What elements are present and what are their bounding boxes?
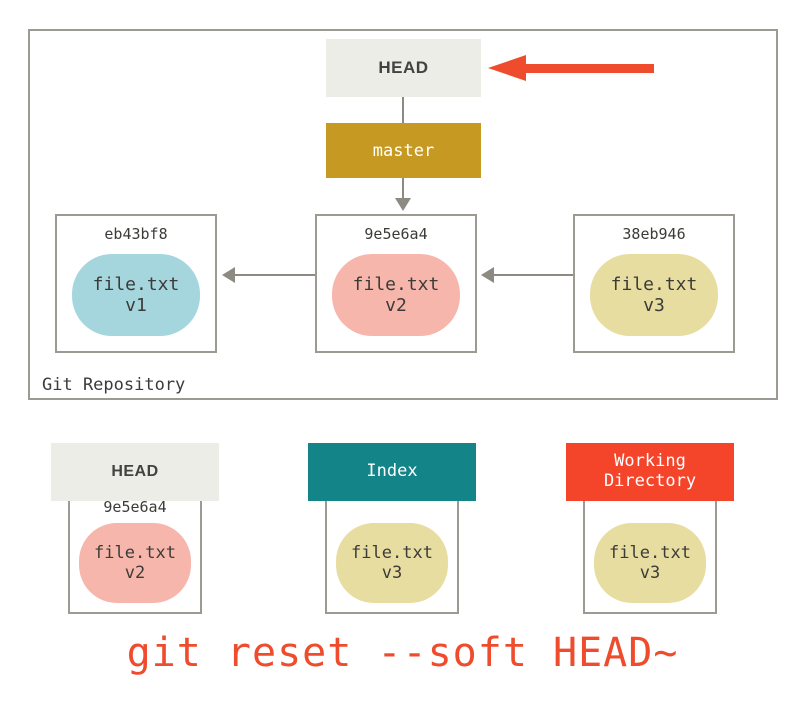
index-area-header[interactable]: Index bbox=[308, 443, 476, 501]
working-directory-title-line-1: Working bbox=[614, 451, 686, 472]
git-repository-label: Git Repository bbox=[42, 375, 186, 395]
blob-version: v3 bbox=[639, 563, 661, 583]
working-directory-area-blob: file.txt v3 bbox=[594, 523, 706, 603]
head-area-title: HEAD bbox=[111, 462, 159, 480]
commit-blob: file.txt v1 bbox=[72, 254, 200, 336]
index-area-title: Index bbox=[366, 461, 418, 482]
commit-parent-line bbox=[235, 274, 315, 276]
head-area-commit-id: 9e5e6a4 bbox=[103, 498, 167, 516]
head-area-blob: file.txt v2 bbox=[79, 523, 191, 603]
blob-filename: file.txt bbox=[352, 273, 440, 295]
head-area-header[interactable]: HEAD bbox=[51, 443, 219, 501]
blob-filename: file.txt bbox=[609, 542, 691, 563]
head-pointer-box: HEAD bbox=[326, 39, 481, 97]
red-annotation-arrow-shaft bbox=[525, 64, 654, 73]
commit-box-9e5e6a4[interactable]: 9e5e6a4 file.txt v2 bbox=[315, 214, 477, 353]
command-caption: git reset --soft HEAD~ bbox=[126, 630, 679, 676]
commit-id: 9e5e6a4 bbox=[364, 225, 428, 243]
index-area-blob: file.txt v3 bbox=[336, 523, 448, 603]
blob-version: v2 bbox=[124, 563, 146, 583]
blob-version: v2 bbox=[385, 295, 407, 316]
commit-parent-arrow-icon bbox=[481, 267, 494, 283]
master-to-commit-connector bbox=[402, 178, 404, 202]
blob-filename: file.txt bbox=[610, 273, 698, 295]
blob-version: v1 bbox=[125, 295, 147, 316]
commit-box-38eb946[interactable]: 38eb946 file.txt v3 bbox=[573, 214, 735, 353]
head-to-master-connector bbox=[402, 97, 404, 123]
working-directory-area-body: file.txt v3 bbox=[583, 490, 717, 614]
commit-id: eb43bf8 bbox=[104, 225, 168, 243]
commit-box-eb43bf8[interactable]: eb43bf8 file.txt v1 bbox=[55, 214, 217, 353]
commit-blob: file.txt v2 bbox=[332, 254, 460, 336]
blob-version: v3 bbox=[381, 563, 403, 583]
working-directory-area-header[interactable]: Working Directory bbox=[566, 443, 734, 501]
commit-id: 38eb946 bbox=[622, 225, 686, 243]
commit-parent-line bbox=[494, 274, 573, 276]
commit-parent-arrow-icon bbox=[222, 267, 235, 283]
red-annotation-arrow-icon bbox=[488, 55, 526, 81]
blob-filename: file.txt bbox=[92, 273, 180, 295]
head-area-body: 9e5e6a4 file.txt v2 bbox=[68, 490, 202, 614]
working-directory-title-line-2: Directory bbox=[603, 471, 697, 491]
blob-filename: file.txt bbox=[94, 542, 176, 563]
master-branch-box: master bbox=[326, 123, 481, 178]
blob-version: v3 bbox=[643, 295, 665, 316]
blob-filename: file.txt bbox=[351, 542, 433, 563]
commit-blob: file.txt v3 bbox=[590, 254, 718, 336]
index-area-body: file.txt v3 bbox=[325, 490, 459, 614]
master-to-commit-arrow-icon bbox=[395, 198, 411, 211]
